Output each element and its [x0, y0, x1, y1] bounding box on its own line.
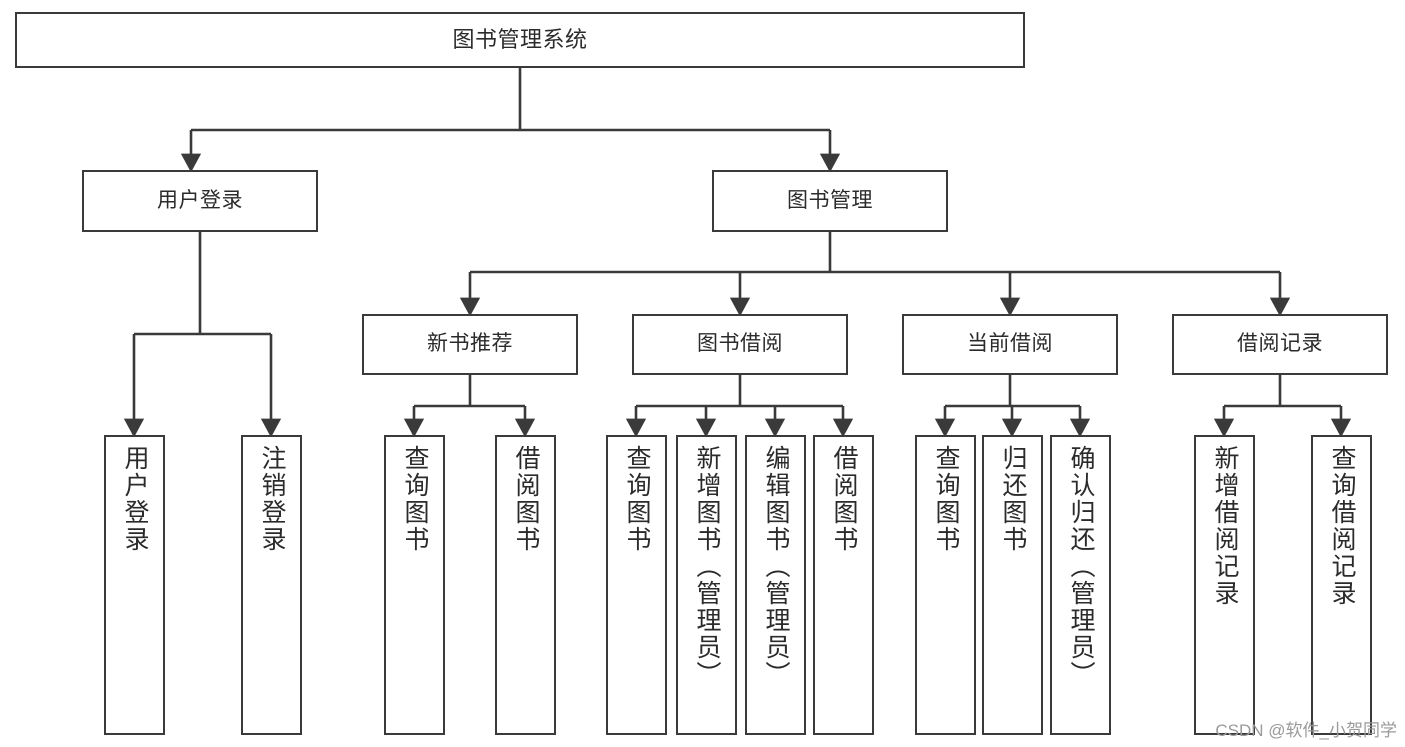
node-book-manage[interactable]: 图书管理: [712, 170, 948, 232]
node-leaf-add-book[interactable]: 新增图书（管理员）: [676, 435, 737, 735]
node-book-borrow-label: 图书借阅: [697, 332, 783, 356]
node-leaf-borrow-book-1-label: 借阅图书: [512, 445, 540, 553]
node-leaf-add-record-label: 新增借阅记录: [1211, 445, 1239, 607]
node-user-login[interactable]: 用户登录: [82, 170, 318, 232]
node-leaf-query-book-3-label: 查询图书: [932, 445, 960, 553]
node-book-manage-label: 图书管理: [787, 188, 873, 212]
node-leaf-query-book-1-label: 查询图书: [401, 445, 429, 553]
node-root-label: 图书管理系统: [452, 27, 588, 53]
node-book-borrow[interactable]: 图书借阅: [632, 314, 848, 375]
node-leaf-query-record-label: 查询借阅记录: [1328, 445, 1356, 607]
node-leaf-query-book-2[interactable]: 查询图书: [606, 435, 667, 735]
node-leaf-confirm-return-label: 确认归还（管理员）: [1067, 445, 1095, 688]
node-leaf-query-book-3[interactable]: 查询图书: [915, 435, 976, 735]
node-leaf-add-record[interactable]: 新增借阅记录: [1194, 435, 1255, 735]
node-leaf-borrow-book-2-label: 借阅图书: [830, 445, 858, 553]
node-root[interactable]: 图书管理系统: [15, 12, 1025, 68]
node-user-login-label: 用户登录: [157, 188, 243, 212]
node-borrow-record-label: 借阅记录: [1237, 332, 1323, 356]
node-leaf-edit-book-label: 编辑图书（管理员）: [762, 445, 790, 688]
watermark: CSDN @软件_小贺同学: [1215, 721, 1397, 740]
node-current-borrow[interactable]: 当前借阅: [902, 314, 1118, 375]
node-current-borrow-label: 当前借阅: [967, 332, 1053, 356]
node-leaf-edit-book[interactable]: 编辑图书（管理员）: [745, 435, 806, 735]
node-leaf-confirm-return[interactable]: 确认归还（管理员）: [1050, 435, 1111, 735]
node-leaf-user-logout[interactable]: 注销登录: [241, 435, 302, 735]
node-leaf-query-book-1[interactable]: 查询图书: [384, 435, 445, 735]
node-leaf-query-record[interactable]: 查询借阅记录: [1311, 435, 1372, 735]
node-leaf-return-book[interactable]: 归还图书: [982, 435, 1043, 735]
node-leaf-return-book-label: 归还图书: [999, 445, 1027, 553]
node-new-book-rec-label: 新书推荐: [427, 332, 513, 356]
node-leaf-user-login[interactable]: 用户登录: [104, 435, 165, 735]
node-leaf-query-book-2-label: 查询图书: [623, 445, 651, 553]
node-leaf-borrow-book-1[interactable]: 借阅图书: [495, 435, 556, 735]
node-leaf-user-logout-label: 注销登录: [258, 445, 286, 553]
node-leaf-add-book-label: 新增图书（管理员）: [693, 445, 721, 688]
node-leaf-borrow-book-2[interactable]: 借阅图书: [813, 435, 874, 735]
node-borrow-record[interactable]: 借阅记录: [1172, 314, 1388, 375]
node-new-book-rec[interactable]: 新书推荐: [362, 314, 578, 375]
node-leaf-user-login-label: 用户登录: [121, 445, 149, 553]
